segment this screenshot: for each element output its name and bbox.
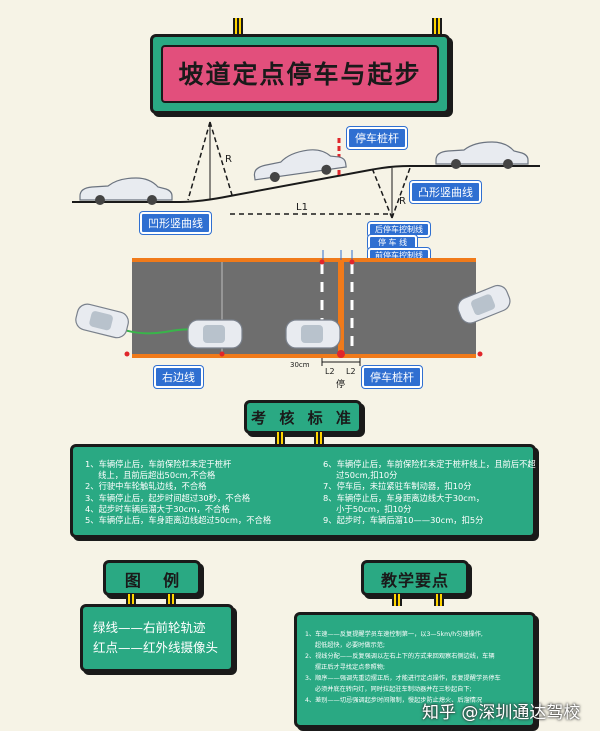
criteria-item: 4、起步时车辆后溜大于30cm，不合格 bbox=[85, 503, 230, 514]
topcar-lane-1-icon bbox=[187, 319, 243, 349]
l2-right-label: L2 bbox=[346, 367, 356, 376]
title-post-left bbox=[233, 18, 243, 40]
teaching-post-right bbox=[434, 594, 444, 606]
criteria-panel: 1、车辆停止后，车前保险杠未定于桩杆 线上，且前后超出50cm,不合格 2、行驶… bbox=[70, 444, 536, 538]
legend-item-green: 绿线——右前轮轨迹 bbox=[93, 620, 206, 635]
teaching-item: 必须并底在转向灯，同时拉起驻车制动器并在三秒起自下; bbox=[305, 686, 472, 693]
criteria-item: 过50cm,扣10分 bbox=[323, 470, 398, 481]
criteria-post-left bbox=[275, 432, 285, 444]
topcar-lane-2-icon bbox=[285, 319, 341, 349]
car-left-icon bbox=[79, 177, 173, 205]
l1-label: L1 bbox=[296, 202, 308, 213]
legend-post-right bbox=[166, 594, 176, 606]
legend-item-red: 红点——红外线摄像头 bbox=[93, 640, 219, 655]
criteria-item: 6、车辆停止后，车前保险杠未定于桩杆线上，且前后不超 bbox=[323, 459, 536, 469]
criteria-item: 3、车辆停止后，起步时间超过30秒，不合格 bbox=[85, 492, 251, 503]
criteria-item: 小于50cm，扣10分 bbox=[323, 503, 412, 514]
teaching-item: 3、顺序——强调先重边摆正后，才能进行定点操作，反复提醒学员停车 bbox=[305, 675, 501, 682]
slope-ground-line bbox=[72, 165, 540, 203]
teaching-heading-sign: 教学要点 bbox=[361, 560, 469, 596]
criteria-item: 7、停车后，未拉紧驻车制动器，扣10分 bbox=[323, 481, 472, 492]
title-post-right bbox=[432, 18, 442, 40]
right-edge-line-tag: 右边线 bbox=[154, 366, 203, 388]
criteria-left-list: 1、车辆停止后，车前保险杠未定于桩杆 线上，且前后超出50cm,不合格 2、行驶… bbox=[85, 459, 307, 526]
title-sign: 坡道定点停车与起步 bbox=[150, 34, 450, 114]
topcar-offroad-right-icon bbox=[457, 284, 511, 324]
l2-left-label: L2 bbox=[325, 367, 335, 376]
teaching-item: 2、视线分配——反复强调以左右上下的方式来回观察右侧边线，车辆 bbox=[305, 653, 495, 660]
convex-curve-tag: 凸形竖曲线 bbox=[410, 181, 481, 203]
teaching-item: 摆正后才寻找定点参照物; bbox=[305, 664, 385, 671]
teaching-item: 1、车速——反复提醒学员车速控制第一，以3—5km/h匀速操作, bbox=[305, 631, 483, 638]
teaching-item: 超低超快，必要时做示范; bbox=[305, 642, 385, 649]
teaching-list: 1、车速——反复提醒学员车速控制第一，以3—5km/h匀速操作, 超低超快，必要… bbox=[305, 629, 529, 706]
criteria-item: 5、车辆停止后，车身距离边线超过50cm，不合格 bbox=[85, 515, 272, 526]
criteria-item: 1、车辆停止后，车前保险杠未定于桩杆 bbox=[85, 459, 232, 469]
r-label-left: R bbox=[225, 154, 232, 165]
topcar-offroad-left-icon bbox=[75, 303, 129, 339]
legend-panel: 绿线——右前轮轨迹 红点——红外线摄像头 bbox=[80, 604, 234, 672]
criteria-heading: 考 核 标 准 bbox=[251, 409, 355, 427]
teaching-heading: 教学要点 bbox=[380, 571, 449, 590]
teaching-item: 4、差别——切忌强调起步时间限制，慢起步防止熄火、后溜情况 bbox=[305, 697, 483, 704]
road-top-view: 30cm L2 L2 停 bbox=[75, 250, 511, 390]
teaching-post-left bbox=[392, 594, 402, 606]
car-right-icon bbox=[435, 141, 529, 169]
stop-char-label: 停 bbox=[336, 378, 345, 390]
concave-curve-tag: 凹形竖曲线 bbox=[140, 212, 211, 234]
stop-pole-top-tag: 停车桩杆 bbox=[347, 127, 407, 149]
criteria-item: 8、车辆停止后，车身距离边线大于30cm， bbox=[323, 492, 485, 503]
legend-heading: 图 例 bbox=[124, 571, 180, 590]
criteria-item: 2、行驶中车轮触轧边线，不合格 bbox=[85, 481, 207, 492]
r-label-right: R bbox=[399, 196, 406, 207]
criteria-item: 线上，且前后超出50cm,不合格 bbox=[85, 470, 216, 481]
legend-post-left bbox=[126, 594, 136, 606]
stop-pole-bottom-tag: 停车桩杆 bbox=[362, 366, 422, 388]
watermark-text: 知乎 @深圳通达驾校 bbox=[422, 703, 581, 723]
slope-side-view: R R L1 bbox=[72, 121, 540, 219]
legend-heading-sign: 图 例 bbox=[103, 560, 201, 596]
teaching-panel: 1、车速——反复提醒学员车速控制第一，以3—5km/h匀速操作, 超低超快，必要… bbox=[294, 612, 536, 728]
criteria-heading-sign: 考 核 标 准 bbox=[244, 400, 362, 434]
criteria-right-list: 6、车辆停止后，车前保险杠未定于桩杆线上，且前后不超 过50cm,扣10分 7、… bbox=[323, 459, 536, 526]
car-middle-icon bbox=[253, 149, 347, 183]
criteria-post-right bbox=[314, 432, 324, 444]
criteria-item: 9、起步时，车辆后溜10——30cm，扣5分 bbox=[323, 515, 484, 526]
dim-30cm-label: 30cm bbox=[290, 361, 310, 369]
page-title: 坡道定点停车与起步 bbox=[178, 60, 422, 89]
